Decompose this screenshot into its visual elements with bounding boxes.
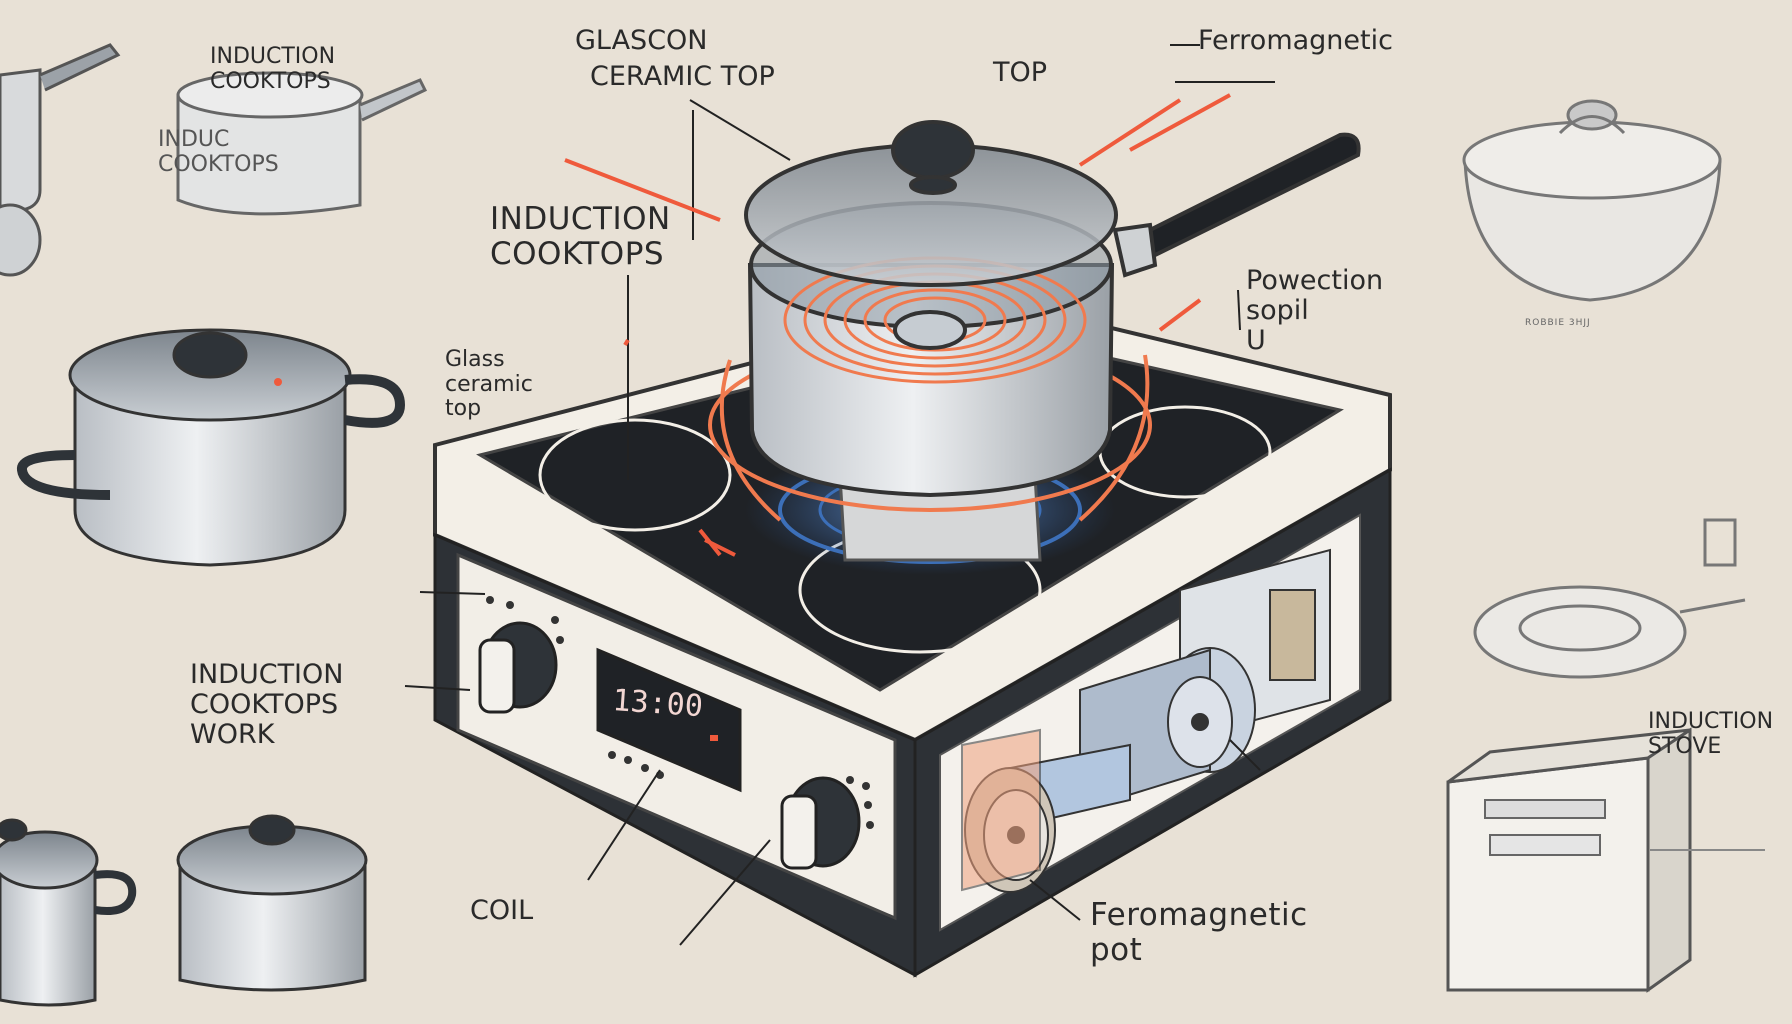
red-arrows — [564, 93, 1231, 557]
pot-illustration-top-left — [0, 43, 121, 277]
label-induction-cooktops-top-left: INDUCTION COOKTOPS — [210, 44, 336, 94]
pot-illustration-bottom-left — [0, 814, 368, 1007]
label-induction-stove: INDUCTION STOVE — [1648, 709, 1774, 759]
label-feromagnetic-pot: Feromagnetic pot — [1090, 897, 1308, 968]
label-induction-cooktops-work: INDUCTION COOKTOPS WORK — [190, 659, 344, 751]
saucepan-main — [744, 120, 1361, 498]
label-powection: Powection sopil U — [1246, 265, 1384, 357]
label-glascon: GLASCON — [575, 25, 708, 56]
label-top: TOP — [993, 57, 1048, 88]
internal-coils — [961, 548, 1331, 893]
label-ceramic-top: CERAMIC TOP — [590, 61, 775, 92]
callout-lines — [404, 44, 1275, 946]
label-small-scribble: ROBBIE 3HJJ — [1525, 318, 1591, 328]
plate-illustration-right — [1473, 518, 1746, 679]
label-induction-cooktops-ghost: INDUC COOKTOPS — [158, 127, 279, 177]
label-ferromagnetic: Ferromagnetic — [1198, 25, 1393, 56]
stockpot-illustration-left — [17, 328, 406, 567]
label-glass-ceramic-top: Glass ceramic top — [445, 347, 533, 422]
control-panel — [478, 596, 874, 870]
stove-illustration-right — [1446, 727, 1765, 993]
bowl-illustration-top-right — [1462, 99, 1722, 302]
saucepan-illustration-left — [176, 71, 428, 216]
display-readout: 13:00 — [611, 683, 704, 724]
label-induction-cooktops-center: INDUCTION COOKTOPS — [490, 201, 671, 272]
label-coil: COIL — [470, 895, 534, 926]
